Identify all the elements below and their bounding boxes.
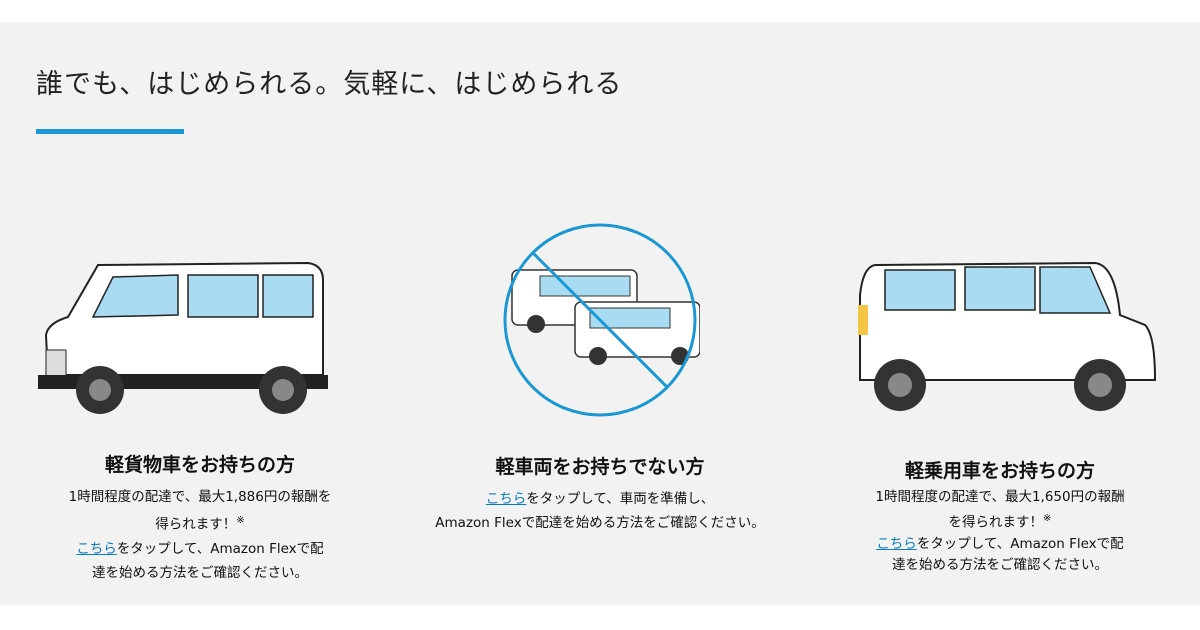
light-van-illustration <box>38 261 328 414</box>
here-link[interactable]: こちら <box>485 491 527 507</box>
instruction-text-cont: 達を始める方法をご確認ください。 <box>892 556 1108 573</box>
instruction-text: をタップして、Amazon Flexで配 <box>116 540 324 557</box>
section-title: 誰でも、はじめられる。気軽に、はじめられる <box>36 69 623 100</box>
reward-text: 1時間程度の配達で、最大1,886円の報酬を <box>68 489 332 505</box>
card-text: こちらをタップして、車両を準備し、 Amazon Flexで配達を始める方法をご… <box>400 487 800 535</box>
card-text: 1時間程度の配達で、最大1,650円の報酬 を得られます！※ こちらをタップして… <box>830 487 1170 576</box>
reward-text: 1時間程度の配達で、最大1,650円の報酬 <box>875 489 1125 505</box>
card-heading: 軽乗用車をお持ちの方 <box>904 460 1095 482</box>
here-link[interactable]: こちら <box>876 535 917 552</box>
here-link[interactable]: こちら <box>76 540 117 557</box>
card-text: 1時間程度の配達で、最大1,886円の報酬を 得られます！※ こちらをタップして… <box>25 485 375 585</box>
title-underline <box>36 129 184 134</box>
instruction-text-cont: Amazon Flexで配達を始める方法をご確認ください。 <box>435 515 765 531</box>
reward-text-cont: を得られます！ <box>948 514 1044 531</box>
instruction-text: をタップして、Amazon Flexで配 <box>916 535 1124 552</box>
reward-text-cont: 得られます！ <box>155 516 237 533</box>
card-no-vehicle: 軽車両をお持ちでない方 こちらをタップして、車両を準備し、 Amazon Fle… <box>400 452 800 535</box>
card-light-cargo-owner: 軽貨物車をお持ちの方 1時間程度の配達で、最大1,886円の報酬を 得られます！… <box>25 450 375 585</box>
instruction-text: をタップして、車両を準備し、 <box>526 491 715 507</box>
note-mark: ※ <box>1043 513 1052 524</box>
no-vehicle-icon <box>503 223 700 417</box>
card-heading: 軽車両をお持ちでない方 <box>495 456 705 478</box>
card-heading: 軽貨物車をお持ちの方 <box>104 454 295 476</box>
card-kei-car-owner: 軽乗用車をお持ちの方 1時間程度の配達で、最大1,650円の報酬 を得られます！… <box>830 456 1170 576</box>
note-mark: ※ <box>236 515 245 526</box>
kei-car-illustration <box>858 261 1157 411</box>
instruction-text-cont: 達を始める方法をご確認ください。 <box>92 564 308 581</box>
